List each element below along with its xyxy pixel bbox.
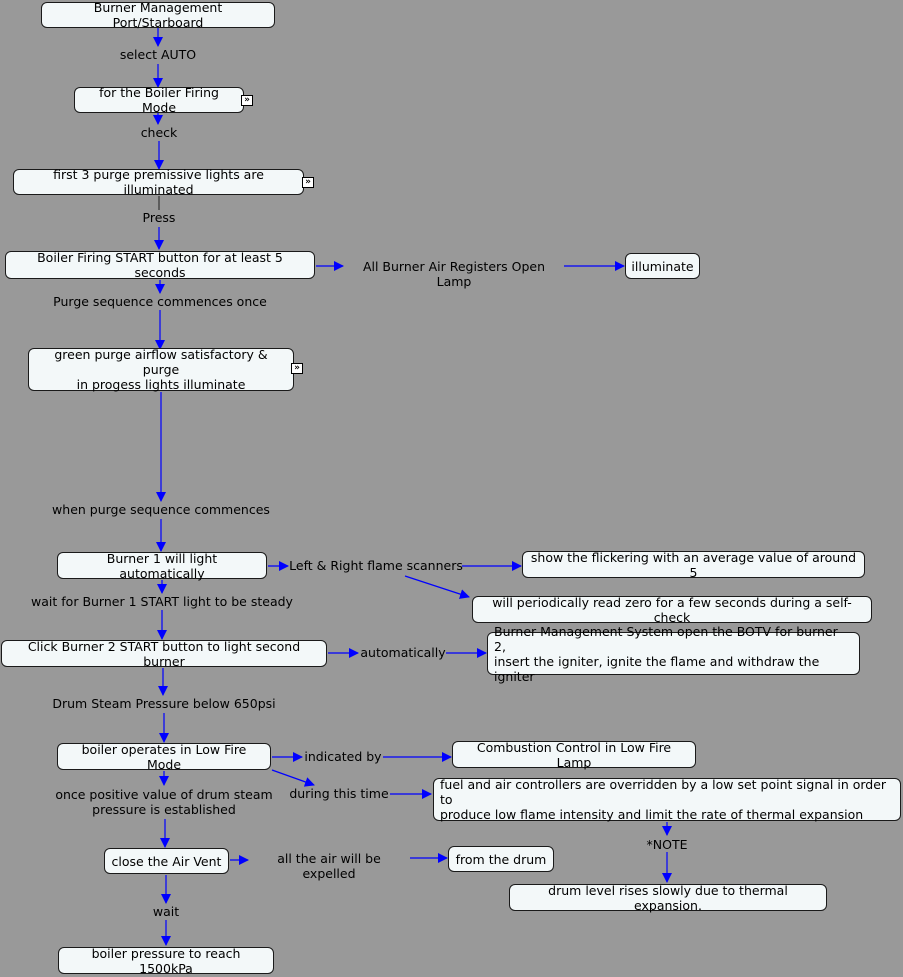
- edge-n12-l13: [271, 769, 315, 787]
- node-burner-management[interactable]: Burner Management Port/Starboard: [41, 0, 275, 30]
- node-show-flickering[interactable]: show the flickering with an average valu…: [522, 550, 865, 580]
- node-boiler-pressure-1500kpa[interactable]: boiler pressure to reach 1500kPa: [58, 946, 274, 976]
- expand-icon[interactable]: »: [241, 95, 253, 106]
- node-from-the-drum[interactable]: from the drum: [448, 846, 554, 872]
- expand-icon[interactable]: »: [302, 177, 314, 188]
- link-select-auto: select AUTO: [119, 47, 197, 62]
- node-green-purge-airflow[interactable]: green purge airflow satisfactory & purge…: [28, 347, 294, 392]
- expand-icon[interactable]: »: [291, 363, 303, 374]
- link-when-purge-sequence: when purge sequence commences: [52, 502, 270, 517]
- link-press: Press: [142, 210, 176, 225]
- link-wait-burner-1: wait for Burner 1 START light to be stea…: [31, 594, 293, 609]
- edge-l7-n9: [404, 575, 470, 599]
- node-click-burner-2[interactable]: Click Burner 2 START button to light sec…: [1, 639, 327, 669]
- link-purge-sequence-once: Purge sequence commences once: [53, 294, 267, 309]
- link-positive-drum-pressure: once positive value of drum steam pressu…: [55, 787, 273, 817]
- link-all-burner-air-registers: All Burner Air Registers Open Lamp: [362, 259, 546, 289]
- link-wait: wait: [152, 904, 180, 919]
- link-check: check: [140, 125, 178, 140]
- node-burner-1-light[interactable]: Burner 1 will light automatically: [57, 551, 267, 581]
- node-low-fire-mode[interactable]: boiler operates in Low Fire Mode: [57, 742, 271, 772]
- link-air-expelled: all the air will be expelled: [277, 851, 381, 881]
- node-close-air-vent[interactable]: close the Air Vent: [104, 848, 229, 874]
- link-drum-steam-pressure: Drum Steam Pressure below 650psi: [52, 696, 276, 711]
- node-fuel-air-controllers[interactable]: fuel and air controllers are overridden …: [433, 777, 901, 822]
- link-note: *NOTE: [646, 837, 688, 852]
- node-purge-permissive-lights[interactable]: first 3 purge premissive lights are illu…: [13, 167, 304, 197]
- node-illuminate[interactable]: illuminate: [625, 253, 700, 279]
- node-boiler-firing-mode[interactable]: for the Boiler Firing Mode: [74, 85, 244, 115]
- link-during-this-time: during this time: [289, 786, 389, 801]
- node-drum-level-rises[interactable]: drum level rises slowly due to thermal e…: [509, 883, 827, 913]
- link-automatically: automatically: [360, 645, 446, 660]
- node-periodically-read-zero[interactable]: will periodically read zero for a few se…: [472, 595, 872, 625]
- node-boiler-firing-start[interactable]: Boiler Firing START button for at least …: [5, 250, 315, 280]
- link-indicated-by: indicated by: [304, 749, 382, 764]
- node-combustion-control-lamp[interactable]: Combustion Control in Low Fire Lamp: [452, 740, 696, 770]
- node-bms-open-botv[interactable]: Burner Management System open the BOTV f…: [487, 624, 860, 684]
- link-flame-scanners: Left & Right flame scanners: [289, 558, 463, 573]
